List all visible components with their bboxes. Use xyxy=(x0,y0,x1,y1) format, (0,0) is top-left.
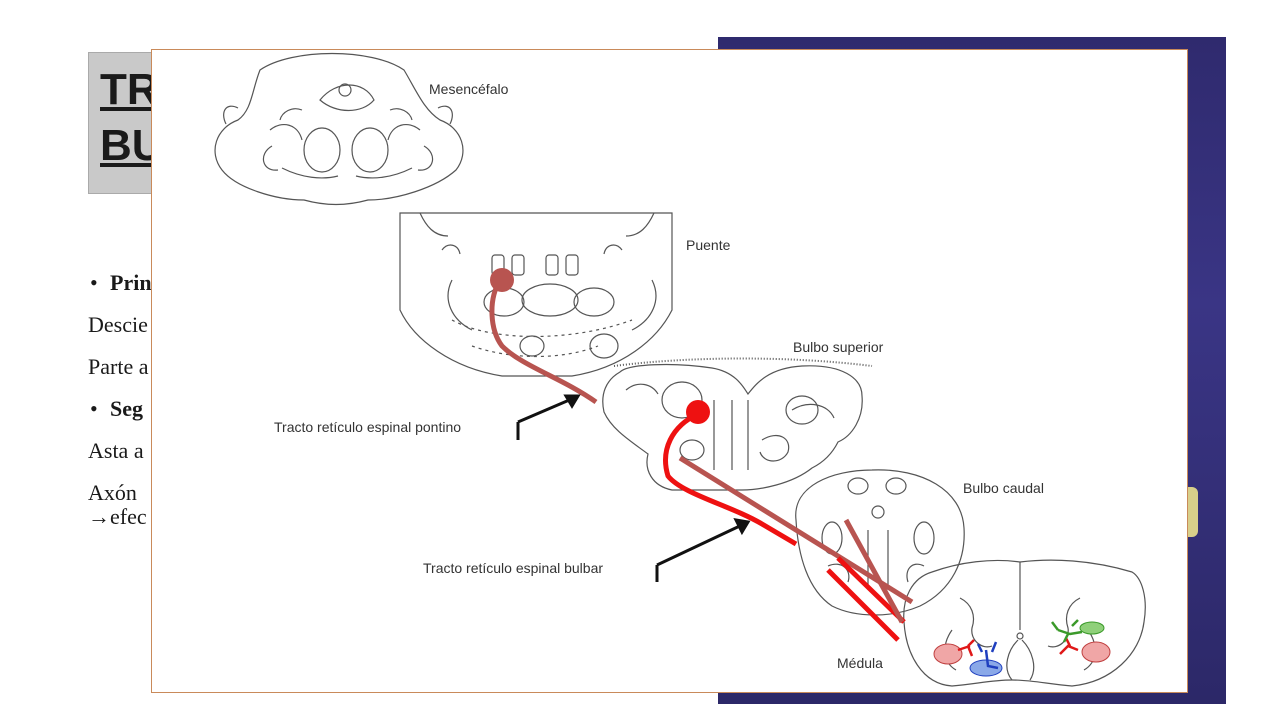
figure-drawing xyxy=(214,52,1146,687)
mesencephalon-section xyxy=(214,52,464,206)
pontine-arrow xyxy=(516,394,581,440)
background-tab xyxy=(1186,487,1198,537)
line-descie: Descie xyxy=(88,312,148,337)
line-efec: →efec xyxy=(88,504,147,529)
bullet-second: •Seg xyxy=(90,396,143,421)
label-tracto-pontino: Tracto retículo espinal pontino xyxy=(274,419,462,435)
bullet-primary: •Prin xyxy=(90,270,152,295)
spinal-cord-section xyxy=(903,559,1146,687)
label-tracto-bulbar: Tracto retículo espinal bulbar xyxy=(423,560,604,576)
upper-medulla-section xyxy=(602,357,873,491)
brainstem-figure: Mesencéfalo Puente Bulbo superior Bulbo … xyxy=(151,49,1188,693)
label-bulbo-caudal: Bulbo caudal xyxy=(963,480,1044,496)
line-parte: Parte a xyxy=(88,354,149,379)
bulbar-tract xyxy=(663,400,906,642)
label-bulbo-superior: Bulbo superior xyxy=(793,339,884,355)
pons-section xyxy=(399,212,673,377)
label-mesencefalo: Mesencéfalo xyxy=(429,81,509,97)
label-puente: Puente xyxy=(686,237,731,253)
caudal-medulla-section xyxy=(795,469,965,616)
pontine-tract xyxy=(489,268,914,605)
line-axon: Axón xyxy=(88,480,137,505)
title-line-1: TR xyxy=(100,65,159,114)
line-asta: Asta a xyxy=(88,438,144,463)
bulbar-arrow xyxy=(655,518,751,582)
label-medula: Médula xyxy=(837,655,883,671)
spinal-cord-nuclei xyxy=(933,619,1111,677)
